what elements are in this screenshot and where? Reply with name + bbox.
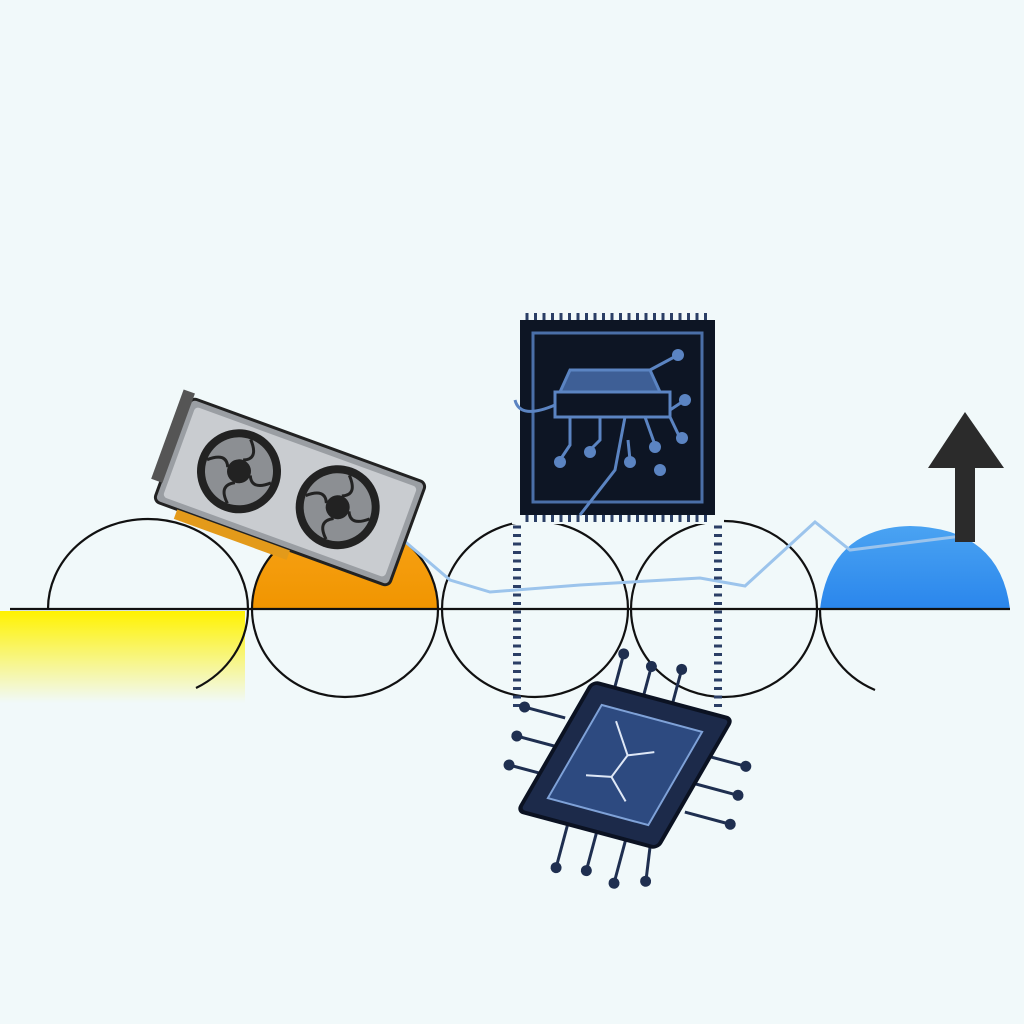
circle-5 [818,608,876,692]
cracked-chip-icon [503,648,752,889]
trend-line [394,520,971,594]
processor-chip-icon [512,312,724,707]
graphics-card-icon [151,389,427,587]
blue-dome [820,526,1010,609]
yellow-band [0,611,245,703]
up-arrow-icon [928,412,1004,542]
circle-1 [46,517,250,689]
